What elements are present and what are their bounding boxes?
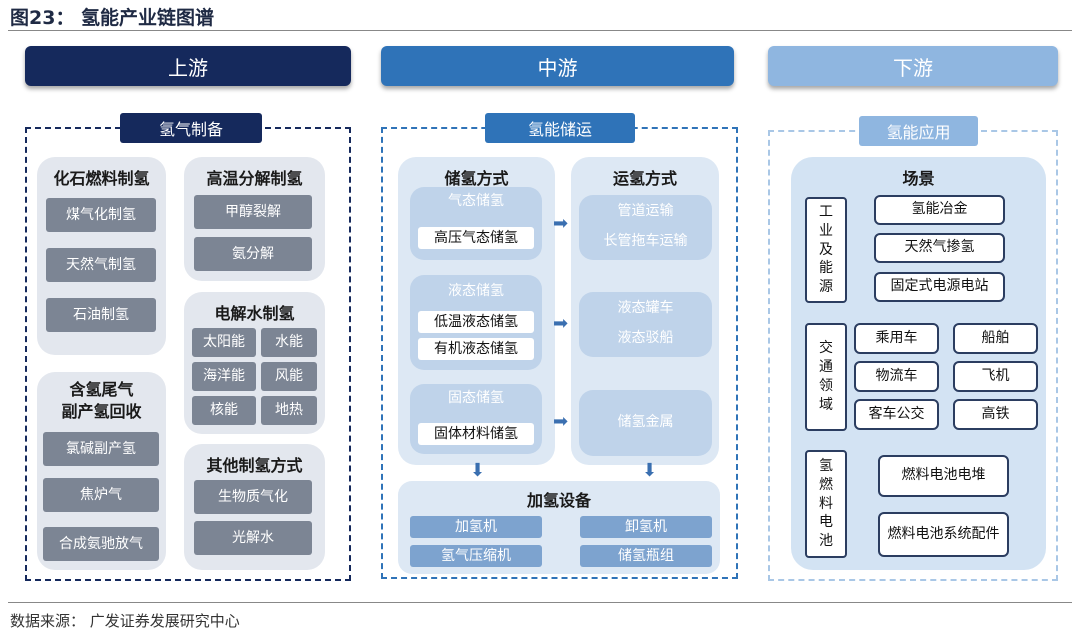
transport-item-aircraft: 飞机 [953,361,1038,392]
transport-item-highspeedrail: 高铁 [953,399,1038,430]
midstream-panel-label: 氢能储运 [485,113,635,143]
scene-title: 场景 [902,169,935,188]
industry-label-char: 工 [819,203,833,220]
transport-gas-item-pipeline: 管道运输 [617,203,674,219]
transport-domain-label: 交 通 领 域 [805,323,847,431]
refuel-group: 加氢设备 加氢机 卸氢机 氢气压缩机 储氢瓶组 [398,481,720,574]
refuel-item-unloader: 卸氢机 [580,516,712,538]
other-title: 其他制氢方式 [206,456,303,475]
downstream-panel-label: 氢能应用 [859,116,978,146]
storage-solid-item-material: 固体材料储氢 [418,423,534,445]
transport-liquid-box: 液态罐车 液态驳船 [579,292,712,357]
transport-label-char: 通 [819,359,833,376]
electrolysis-item-wind: 风能 [261,362,317,391]
industry-label-char: 源 [819,279,833,296]
transport-item-bus: 客车公交 [854,399,939,430]
industry-label-char: 业 [819,222,833,239]
storage-liquid-item-cryogenic: 低温液态储氢 [418,311,534,333]
transport-liquid-item-barge: 液态驳船 [617,330,674,346]
industry-item-powerstation: 固定式电源电站 [874,272,1005,302]
pyrolysis-group: 高温分解制氢 甲醇裂解 氨分解 [184,157,325,281]
electrolysis-item-ocean: 海洋能 [192,362,256,391]
arrow-right-solid: ➡ [553,411,569,432]
transport-item-logistics: 物流车 [854,361,939,392]
transport-label-char: 域 [819,396,833,413]
transport-label-char: 领 [819,378,833,394]
refuel-item-cylinders: 储氢瓶组 [580,545,712,567]
electrolysis-title: 电解水制氢 [214,304,295,323]
byproduct-item-ammonia: 合成氨驰放气 [43,527,159,561]
transport-label-char: 交 [819,340,833,357]
storage-solid-title: 固态储氢 [448,390,504,406]
fossil-group: 化石燃料制氢 煤气化制氢 天然气制氢 石油制氢 [37,157,166,355]
fuelcell-item-stack: 燃料电池电堆 [878,455,1009,497]
other-item-photolysis: 光解水 [194,521,312,555]
other-item-biomass: 生物质气化 [194,480,312,514]
arrow-down-transport: ⬇ [642,460,658,481]
byproduct-title-line1: 含氢尾气 [69,380,134,399]
refuel-item-dispenser: 加氢机 [410,516,542,538]
industry-item-metallurgy: 氢能冶金 [874,195,1005,225]
fuelcell-label-char: 料 [819,495,833,512]
fuelcell-label-char: 池 [819,533,833,550]
electrolysis-item-nuclear: 核能 [192,396,256,425]
storage-liquid-box: 液态储氢 低温液态储氢 有机液态储氢 [410,275,542,370]
fossil-item-gas: 天然气制氢 [46,248,156,282]
byproduct-item-chloralkali: 氯碱副产氢 [43,432,159,466]
arrow-down-storage: ⬇ [470,460,486,481]
transport-title: 运氢方式 [612,169,677,188]
fuelcell-item-systemparts: 燃料电池系统配件 [878,512,1009,557]
arrow-right-gas: ➡ [553,213,569,234]
fossil-item-coal: 煤气化制氢 [46,198,156,232]
figure-title: 图23： 氢能产业链图谱 [10,7,215,29]
pyrolysis-item-methanol: 甲醇裂解 [194,195,312,229]
header-midstream: 中游 [381,46,734,86]
refuel-title: 加氢设备 [526,491,591,510]
storage-title: 储氢方式 [444,169,509,188]
pyrolysis-title: 高温分解制氢 [206,169,303,188]
transport-solid-item-metal: 储氢金属 [617,414,674,430]
header-downstream: 下游 [768,46,1058,86]
bottom-rule [8,602,1072,603]
byproduct-group: 含氢尾气 副产氢回收 氯碱副产氢 焦炉气 合成氨驰放气 [37,372,166,570]
transport-gas-item-tubetrailer: 长管拖车运输 [603,233,688,249]
electrolysis-item-hydro: 水能 [261,328,317,357]
storage-gas-item-highpressure: 高压气态储氢 [418,227,534,249]
industry-item-blending: 天然气掺氢 [874,233,1005,263]
storage-solid-box: 固态储氢 固体材料储氢 [410,384,542,454]
upstream-panel-label: 氢气制备 [120,113,262,143]
top-rule [8,30,1072,31]
transport-liquid-item-tanker: 液态罐车 [617,300,674,316]
industry-label: 工 业 及 能 源 [805,197,847,303]
byproduct-title-line2: 副产氢回收 [61,402,142,421]
other-group: 其他制氢方式 生物质气化 光解水 [184,444,325,570]
storage-liquid-title: 液态储氢 [448,283,504,299]
transport-item-passengercar: 乘用车 [854,323,939,354]
fuelcell-label-char: 氢 [819,457,833,474]
header-upstream: 上游 [25,46,351,86]
arrow-right-liquid: ➡ [553,313,569,334]
fuelcell-label-char: 电 [819,514,833,531]
industry-label-char: 及 [819,241,833,258]
transport-item-ship: 船舶 [953,323,1038,354]
fuelcell-label-char: 燃 [819,476,833,493]
electrolysis-item-solar: 太阳能 [192,328,256,357]
industry-label-char: 能 [819,260,833,277]
storage-liquid-item-organic: 有机液态储氢 [418,338,534,360]
pyrolysis-item-ammonia: 氨分解 [194,237,312,271]
source-note: 数据来源： 广发证券发展研究中心 [10,612,240,630]
storage-gas-title: 气态储氢 [448,193,504,209]
fossil-item-oil: 石油制氢 [46,298,156,332]
refuel-item-compressor: 氢气压缩机 [410,545,542,567]
fuelcell-label: 氢 燃 料 电 池 [805,450,847,558]
transport-solid-box: 储氢金属 [579,390,712,456]
transport-gas-box: 管道运输 长管拖车运输 [579,195,712,260]
storage-gas-box: 气态储氢 高压气态储氢 [410,187,542,260]
byproduct-item-cokegas: 焦炉气 [43,478,159,512]
electrolysis-group: 电解水制氢 太阳能 水能 海洋能 风能 核能 地热 [184,292,325,434]
fossil-title: 化石燃料制氢 [53,169,150,188]
electrolysis-item-geothermal: 地热 [261,396,317,425]
